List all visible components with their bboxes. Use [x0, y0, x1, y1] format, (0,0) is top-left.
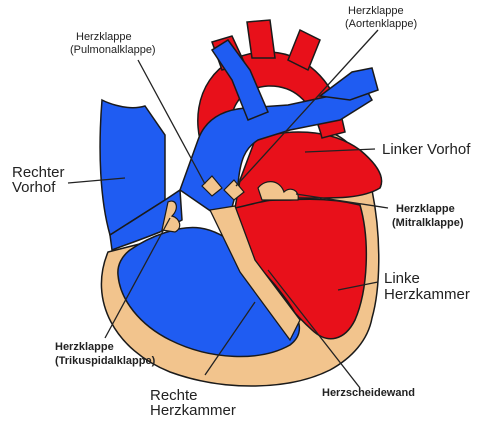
- label-left-ventricle: Linke Herzkammer: [384, 270, 470, 303]
- label-aortic-valve: Herzklappe (Aortenklappe): [345, 5, 417, 30]
- label-mitral-valve: Herzklappe (Mitralklappe): [392, 203, 464, 229]
- label-left-atrium: Linker Vorhof: [382, 141, 471, 158]
- aorta-branch-2: [247, 20, 275, 58]
- label-right-ventricle: Rechte Herzkammer: [150, 387, 236, 419]
- label-right-atrium: Rechter Vorhof: [12, 164, 69, 196]
- label-pulmonary-valve: Herzklappe (Pulmonalklappe): [70, 31, 156, 56]
- label-septum: Herzscheidewand: [322, 387, 415, 399]
